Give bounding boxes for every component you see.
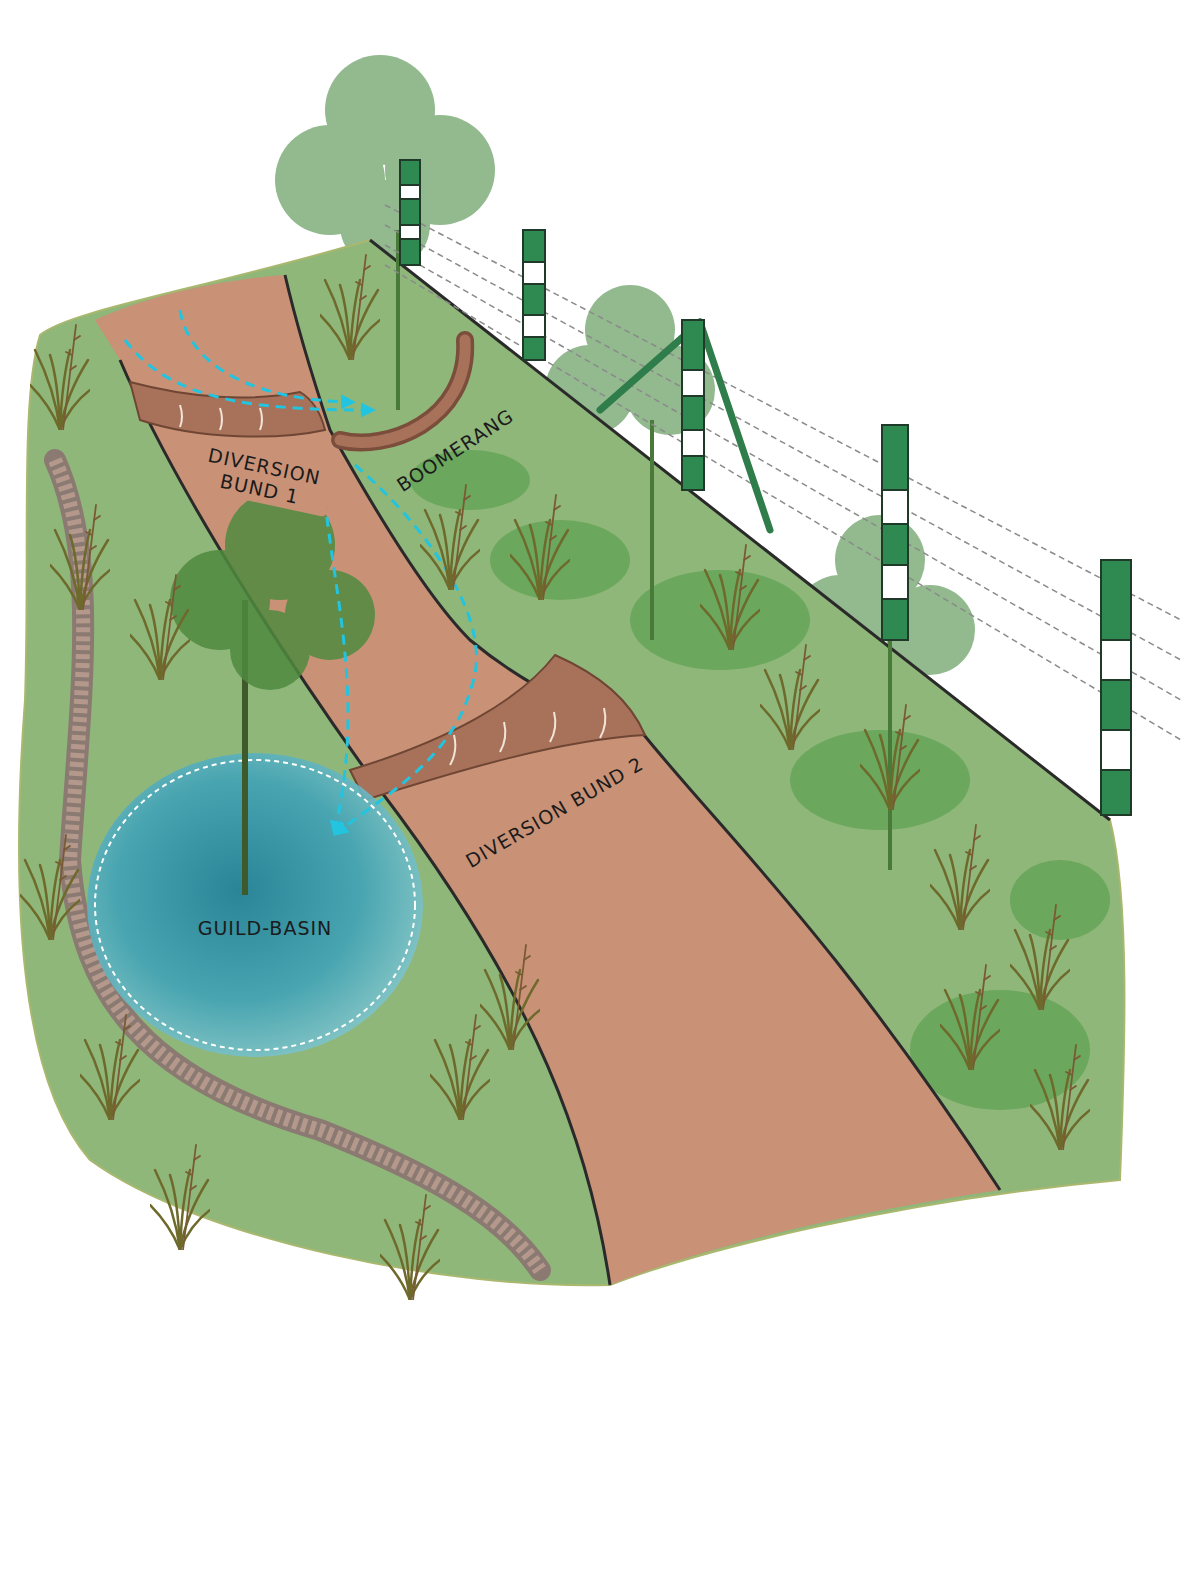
- fence-post: [400, 160, 1131, 815]
- part-label-holder: BOOMERANG: [387, 399, 523, 500]
- bund-ridge: [180, 405, 262, 430]
- bund-ridge: [450, 708, 605, 765]
- part-label: BOOMERANG: [387, 399, 523, 500]
- boomerang-bund: [340, 340, 465, 443]
- basin-outline: [95, 760, 415, 1050]
- part-label: DIVERSION BUND 2: [457, 748, 653, 877]
- flow-arrow: [125, 310, 476, 832]
- part-label-holder: DIVERSION BUND 2: [457, 748, 653, 877]
- basin-water: [87, 753, 423, 1057]
- part-label-holder: DIVERSION BUND 1: [188, 439, 335, 517]
- part-label-holder: GUILD-BASIN: [193, 915, 338, 942]
- part-label: DIVERSION BUND 1: [188, 439, 335, 517]
- part-label: GUILD-BASIN: [193, 915, 338, 942]
- boomerang-bund: [340, 340, 465, 443]
- fence-wire: [385, 205, 1181, 740]
- track-edge: [285, 275, 1000, 1190]
- ground: [19, 240, 1124, 1285]
- grass-clump: [20, 255, 1090, 1300]
